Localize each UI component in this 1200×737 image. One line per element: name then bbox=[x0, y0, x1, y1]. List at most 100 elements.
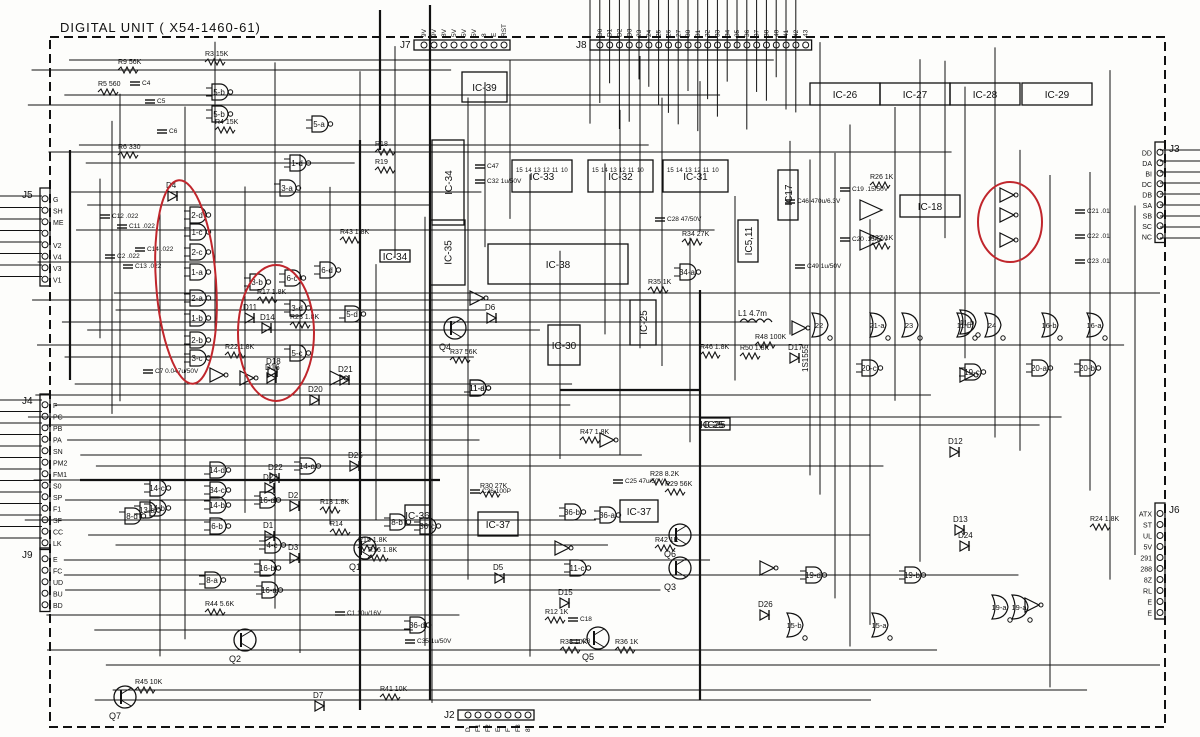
buffer-bubble bbox=[253, 375, 259, 381]
resistor-body bbox=[699, 350, 721, 360]
gate-body bbox=[189, 331, 207, 349]
gate-bubble bbox=[227, 111, 234, 117]
resistor-r41: R41 10K bbox=[379, 686, 408, 702]
connector-pin bbox=[714, 41, 721, 49]
ic-label: IC-36 bbox=[405, 511, 430, 522]
gate-bubble bbox=[205, 269, 212, 275]
resistor-label: R41 10K bbox=[380, 686, 408, 693]
ic-ic-39 bbox=[461, 71, 508, 103]
ic-ic-29 bbox=[1021, 82, 1093, 106]
pin-label: BD bbox=[53, 603, 63, 610]
gate-16-d: 16-d bbox=[254, 491, 282, 509]
resistor-r37: R37 56K bbox=[449, 349, 478, 365]
pin-number: 13 bbox=[534, 168, 541, 174]
gate-body bbox=[564, 503, 582, 521]
gate-5-a: 5-a bbox=[306, 115, 334, 133]
ic-ic-28 bbox=[949, 82, 1021, 106]
gate-bubble bbox=[580, 509, 587, 515]
resistor-r14: R14 bbox=[329, 521, 351, 537]
gate-label: 20-a bbox=[1031, 364, 1048, 373]
resistor-body bbox=[367, 553, 389, 563]
capacitor-c47: C47 bbox=[475, 163, 499, 170]
ic-label: IC-35 bbox=[444, 240, 455, 265]
buffer-2 bbox=[999, 207, 1019, 223]
gate-label: 2-a bbox=[191, 294, 203, 303]
resistor-body bbox=[614, 645, 636, 655]
capacitor-c25: C25 47u/50V bbox=[613, 478, 664, 485]
gate-body bbox=[209, 461, 227, 479]
connector-pin bbox=[704, 41, 712, 49]
connector-pin bbox=[1156, 232, 1164, 240]
pin-label: 5V bbox=[451, 28, 458, 37]
resistor-body bbox=[544, 615, 566, 625]
connector-pin bbox=[450, 41, 458, 49]
diode-label: D25 bbox=[348, 451, 363, 460]
gate-body bbox=[211, 105, 229, 123]
pin-label: 8 bbox=[481, 33, 488, 37]
gate-label: 16-b bbox=[1041, 321, 1056, 330]
transistor-lead bbox=[360, 538, 372, 546]
pin-number: 15 bbox=[516, 168, 523, 174]
capacitor-label: C12 .022 bbox=[112, 213, 139, 220]
gate-bubble bbox=[821, 572, 828, 578]
capacitor-c46: C46 470u/6.3V bbox=[785, 198, 841, 205]
pin-label: 25 bbox=[656, 29, 663, 37]
resistor-body bbox=[449, 355, 471, 365]
buffer-4 bbox=[469, 290, 489, 306]
gate-body bbox=[319, 261, 337, 279]
capacitor-label: C28 47/50V bbox=[667, 216, 702, 223]
gate-19-d: 19-d bbox=[800, 566, 828, 584]
resistor-r43: R43 1.8K bbox=[339, 229, 370, 245]
gate-label: 16-d bbox=[259, 496, 275, 505]
ic-ic-31 bbox=[662, 159, 729, 193]
resistor-label: R4 15K bbox=[215, 119, 239, 126]
pin-label: E bbox=[53, 557, 58, 564]
gate-3-d: 3-d bbox=[284, 299, 312, 317]
buffer-bubble bbox=[568, 545, 574, 551]
diode-label: D13 bbox=[953, 515, 968, 524]
diode-body bbox=[289, 499, 301, 513]
buffer-11 bbox=[329, 370, 349, 386]
diode-label: D20 bbox=[308, 385, 323, 394]
resistor-r19: R19 bbox=[374, 159, 396, 175]
gate-11-a: 11-a bbox=[464, 379, 492, 397]
gate-body bbox=[861, 359, 879, 377]
connector-pin bbox=[41, 601, 49, 609]
ic-label: IC25 bbox=[704, 420, 726, 431]
pin-label: PA bbox=[53, 437, 62, 444]
connector-pin bbox=[763, 41, 770, 49]
gate-body bbox=[469, 379, 487, 397]
capacitor-label: C11 .022 bbox=[129, 223, 155, 230]
connector-body bbox=[589, 39, 813, 51]
gate-body bbox=[189, 206, 207, 224]
gate-body bbox=[869, 312, 887, 338]
gate-11-b: 11-b bbox=[956, 312, 978, 341]
pin-label: SP bbox=[53, 495, 63, 502]
gate-24: 24 bbox=[984, 312, 1006, 341]
gate-6-c: 6-c bbox=[279, 269, 307, 287]
resistor-body bbox=[214, 125, 236, 135]
pin-label: 9V bbox=[421, 28, 428, 37]
gate-15-b: 15-b bbox=[786, 612, 808, 641]
diode-d1: D1 bbox=[263, 521, 276, 543]
connector-pin bbox=[41, 264, 49, 272]
gate-1-a: 1-a bbox=[184, 263, 212, 281]
connector-pin bbox=[802, 41, 810, 49]
pin-label: 34 bbox=[724, 29, 731, 37]
connector-pin bbox=[733, 41, 741, 49]
pin-label: 9V bbox=[431, 28, 438, 37]
connector-pin bbox=[41, 527, 49, 535]
transistor-q1: Q1 bbox=[349, 536, 377, 572]
gate-5-b: 5-b bbox=[206, 83, 234, 101]
buffer-body bbox=[1024, 597, 1041, 613]
pin-label: 5V bbox=[461, 28, 468, 37]
capacitor-label: C23 .01 bbox=[1087, 258, 1110, 265]
gate-19-a: 19-a bbox=[991, 594, 1013, 623]
resistor-label: R19 bbox=[375, 159, 388, 166]
gate-body bbox=[259, 491, 277, 509]
resistor-r4: R4 15K bbox=[214, 119, 239, 135]
gate-bubble bbox=[1000, 335, 1006, 341]
diode-label: D11 bbox=[243, 303, 258, 312]
